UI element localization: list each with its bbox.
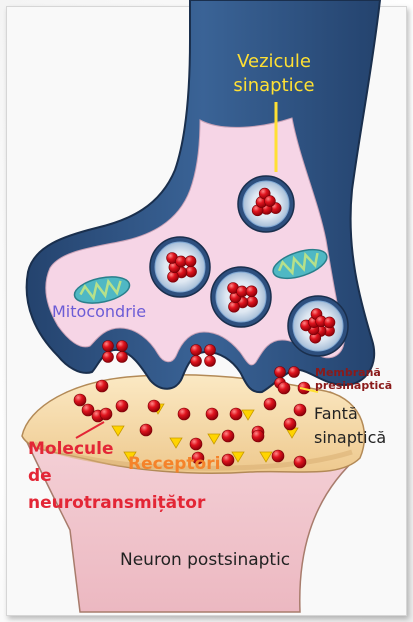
neurotransmitter-molecule [205,407,219,421]
neurotransmitter-molecule [323,316,336,329]
neurotransmitter-molecule [283,417,297,431]
neurotransmitter-molecule [99,407,113,421]
postsynaptic-ridge [33,441,353,471]
label-membrana-line1: Membrană [315,366,381,379]
label-neuron-postsinaptic: Neuron postsinaptic [120,550,291,570]
neurotransmitter-molecule [115,399,129,413]
membrana-pointer-line [299,387,319,393]
label-membrana-line2: presinaptică [315,379,393,392]
label-molecule-line2: de [28,466,52,486]
label-fanta-sinaptica: Fantă sinaptică [314,402,386,450]
neurotransmitter-molecule [288,366,300,378]
neurotransmitter-molecule [221,429,235,443]
neurotransmitter-molecule [229,407,243,421]
neurotransmitter-molecule [221,453,235,467]
neurotransmitter-molecule [204,344,216,356]
label-fanta-line2: sinaptică [314,428,387,447]
label-molecule-neurotransmitator: Molecule de neurotransmițător [28,436,205,517]
synaptic-vesicle [287,295,349,357]
neurotransmitter-molecule [293,455,307,469]
neurotransmitter-molecule [271,449,285,463]
neurotransmitter-molecule [264,195,276,207]
label-mitocondrie: Mitocondrie [52,302,147,321]
receptor [231,451,245,463]
fusing-vesicles [102,340,300,389]
neurotransmitter-molecule [95,379,109,393]
neurotransmitter-molecule [189,437,203,451]
synaptic-vesicle [149,236,211,298]
label-membrana-presinaptica: Membrană presinaptică [315,366,392,392]
molecule-pointer-line [75,421,105,439]
receptor [207,433,221,445]
neurotransmitter-molecule [190,344,202,356]
neurotransmitter-molecule [263,397,277,411]
neurotransmitter-molecule [293,403,307,417]
neurotransmitter-molecule [245,285,258,298]
postsynaptic-neuron [21,374,366,613]
neurotransmitter-molecule [147,399,161,413]
neurotransmitter-molecule [116,340,128,352]
receptor [241,409,255,421]
synaptic-vesicle [237,175,295,233]
mitochondrion-left [73,276,131,304]
neurotransmitter-molecule [274,366,286,378]
label-vezicule-sinaptice: Vezicule sinaptice [228,50,320,98]
neurotransmitter-molecule [102,340,114,352]
label-vezicule-line1: Vezicule [237,51,311,72]
label-vezicule-line2: sinaptice [233,75,315,96]
fusing-vesicle [190,344,216,367]
fusing-vesicle [102,340,128,363]
neurotransmitter-molecule [73,393,87,407]
neurotransmitter-molecule [139,423,153,437]
neurotransmitter-molecule [251,429,265,443]
label-receptori: Receptori [128,454,221,474]
neurotransmitter-molecule [102,351,114,363]
receptor [259,451,273,463]
neurotransmitter-molecule [184,255,197,268]
label-molecule-line3: neurotransmițător [28,493,206,513]
receptor [111,425,125,437]
neurotransmitter-molecule [191,451,205,465]
receptor [123,451,137,463]
synaptic-vesicles [149,175,349,357]
label-fanta-line1: Fantă [314,404,358,423]
neurotransmitter-molecule [277,381,291,395]
neurotransmitter-molecule [116,351,128,363]
neurotransmitter-molecule [177,407,191,421]
neurotransmitter-molecule [190,355,202,367]
synaptic-vesicle [210,266,272,328]
neurotransmitter-molecule [204,355,216,367]
label-molecule-line1: Molecule [28,439,114,459]
neurotransmitter-molecule [81,403,95,417]
mitochondrion-right [272,248,328,280]
receptor [169,437,183,449]
